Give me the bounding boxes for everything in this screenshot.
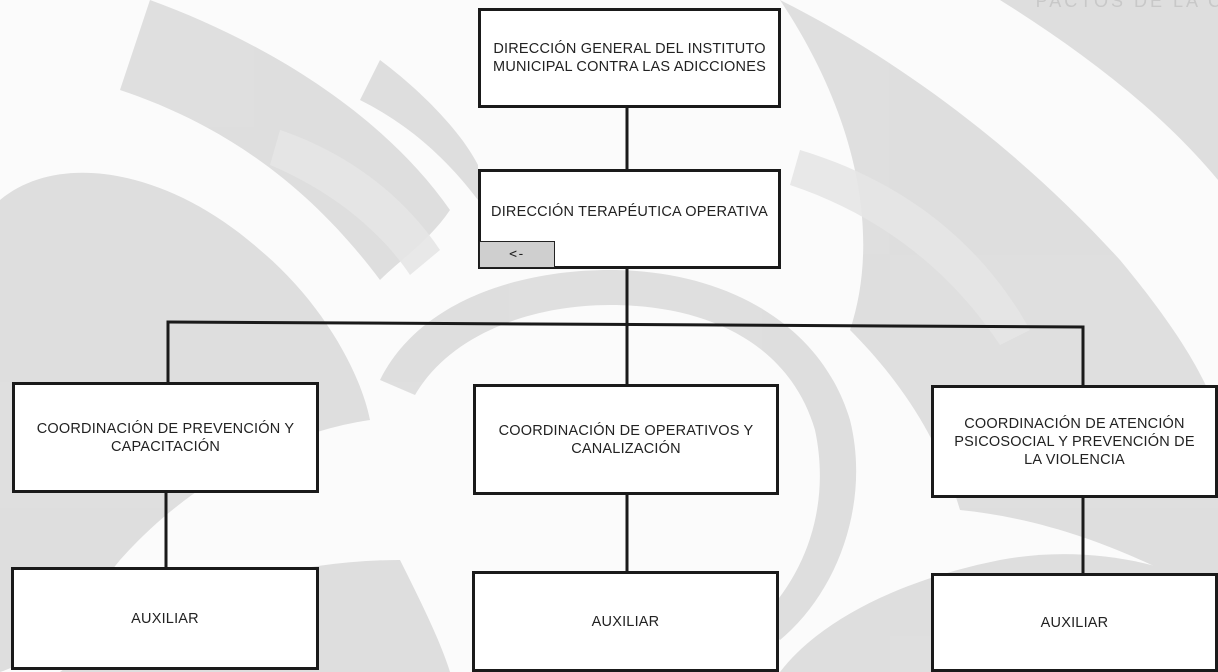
node-auxiliar-operativos[interactable]: AUXILIAR bbox=[472, 571, 779, 672]
watermark-petal-top-center bbox=[360, 60, 478, 200]
node-coordinacion-prevencion[interactable]: COORDINACIÓN DE PREVENCIÓN Y CAPACITACIÓ… bbox=[12, 382, 319, 493]
node-direccion-general-label: DIRECCIÓN GENERAL DEL INSTITUTO MUNICIPA… bbox=[493, 41, 766, 75]
node-coordinacion-prevencion-label: COORDINACIÓN DE PREVENCIÓN Y CAPACITACIÓ… bbox=[36, 420, 295, 455]
back-button[interactable]: <- bbox=[479, 241, 555, 268]
node-direccion-general[interactable]: DIRECCIÓN GENERAL DEL INSTITUTO MUNICIPA… bbox=[478, 8, 781, 108]
node-auxiliar-operativos-label: AUXILIAR bbox=[591, 613, 660, 630]
watermark-petal-mid-left bbox=[270, 130, 440, 275]
node-coordinacion-psicosocial[interactable]: COORDINACIÓN DE ATENCIÓN PSICOSOCIAL Y P… bbox=[931, 385, 1218, 498]
node-auxiliar-prevencion-label: AUXILIAR bbox=[131, 610, 199, 627]
node-direccion-terapeutica-label: DIRECCIÓN TERAPÉUTICA OPERATIVA bbox=[491, 204, 768, 220]
node-coordinacion-operativos[interactable]: COORDINACIÓN DE OPERATIVOS Y CANALIZACIÓ… bbox=[473, 384, 779, 495]
node-direccion-terapeutica[interactable]: DIRECCIÓN TERAPÉUTICA OPERATIVA bbox=[478, 169, 781, 269]
watermark-petal-mid-right bbox=[790, 150, 1030, 345]
node-auxiliar-psicosocial-label: AUXILIAR bbox=[1040, 614, 1109, 631]
corner-watermark-text: PACTOS DE LA C bbox=[1035, 0, 1218, 11]
node-coordinacion-operativos-label: COORDINACIÓN DE OPERATIVOS Y CANALIZACIÓ… bbox=[498, 422, 754, 457]
node-auxiliar-prevencion[interactable]: AUXILIAR bbox=[11, 567, 319, 670]
node-auxiliar-psicosocial[interactable]: AUXILIAR bbox=[931, 573, 1218, 672]
watermark-center-ring bbox=[380, 270, 857, 640]
watermark-petal-upper-right bbox=[1000, 0, 1218, 180]
node-coordinacion-psicosocial-label: COORDINACIÓN DE ATENCIÓN PSICOSOCIAL Y P… bbox=[954, 415, 1195, 468]
back-arrow-icon: <- bbox=[509, 247, 525, 262]
